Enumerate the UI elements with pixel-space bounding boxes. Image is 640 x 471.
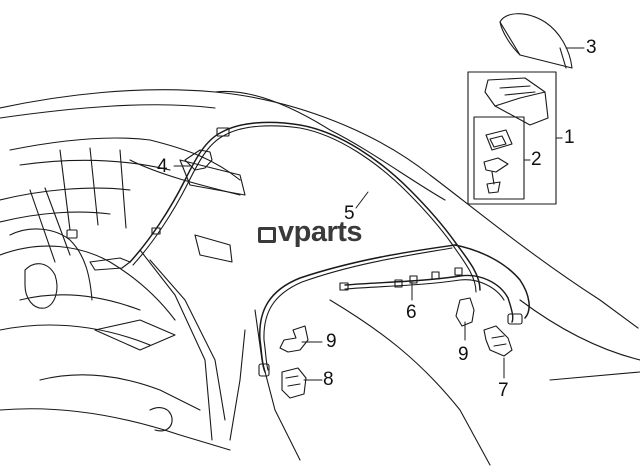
callout-8: 8 — [323, 369, 334, 390]
callout-3: 3 — [586, 37, 597, 58]
antenna-assembly-box — [467, 71, 563, 205]
roof-harness — [339, 267, 514, 323]
leader-lines — [173, 47, 585, 381]
watermark-logo: vparts — [258, 216, 363, 249]
brand-mark-icon — [258, 227, 276, 243]
callout-2: 2 — [531, 149, 542, 170]
callout-7: 7 — [498, 380, 509, 401]
callout-1: 1 — [564, 127, 575, 148]
callout-6: 6 — [406, 302, 417, 323]
vehicle-body-outline — [0, 89, 640, 466]
antenna-cable — [129, 121, 530, 373]
watermark-text: vparts — [278, 216, 363, 248]
cable-connectors — [66, 127, 523, 377]
callout-9-a: 9 — [326, 331, 337, 352]
shark-fin-cover — [499, 13, 573, 69]
callout-5: 5 — [344, 203, 355, 224]
small-parts — [279, 297, 513, 399]
callout-4: 4 — [157, 156, 168, 177]
callout-9-b: 9 — [458, 344, 469, 365]
